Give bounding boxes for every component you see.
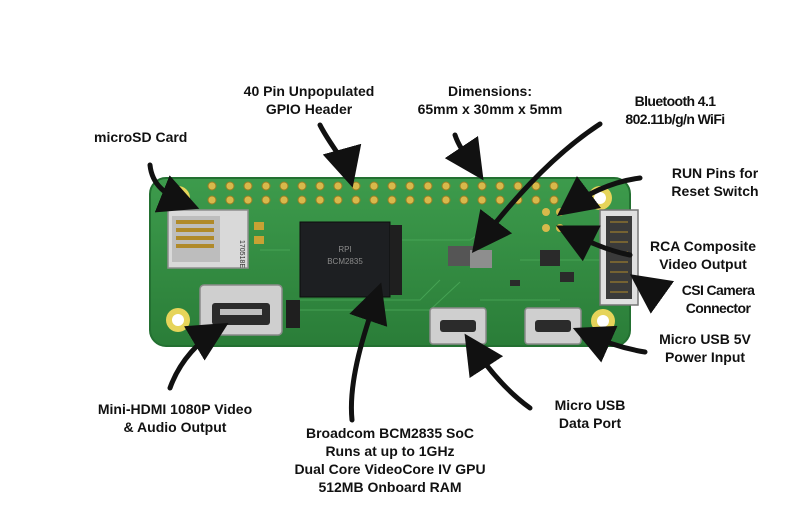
gpio-pin-hole [243, 195, 253, 205]
mounting-hole-bottom-right [591, 309, 615, 333]
label-line: Video Output [659, 256, 747, 272]
gpio-pin-hole [243, 181, 253, 191]
gpio-pin-hole [369, 195, 379, 205]
arrow-run-pins [556, 175, 643, 216]
label-line: 65mm x 30mm x 5mm [417, 101, 563, 117]
arrow-rca [556, 225, 633, 262]
micro-usb-power-port [524, 307, 582, 345]
label-line: Dual Core VideoCore IV GPU [294, 461, 486, 477]
gpio-pin-hole [333, 195, 343, 205]
gpio-pin-hole [441, 181, 451, 191]
gpio-pin-hole [261, 181, 271, 191]
label-line: 40 Pin Unpopulated [243, 83, 375, 99]
gpio-pin-hole [315, 195, 325, 205]
gpio-pin-hole [279, 181, 289, 191]
gpio-pin-hole [423, 181, 433, 191]
leader-arrows [147, 121, 675, 423]
label-line: GPIO Header [265, 101, 353, 117]
gpio-pin-hole [387, 195, 397, 205]
arrow-soc [348, 282, 388, 423]
gpio-pin-hole [207, 195, 217, 205]
chip-marking-line: BCM2835 [327, 257, 363, 266]
label-line: Runs at up to 1GHz [325, 443, 455, 459]
arrow-gpio [317, 122, 362, 188]
label-line: Power Input [664, 349, 746, 365]
label-line: & Audio Output [123, 419, 227, 435]
gpio-pin-hole [261, 195, 271, 205]
gpio-pin-hole [333, 181, 343, 191]
gpio-pin-hole [441, 195, 451, 205]
gpio-pin-hole [297, 181, 307, 191]
gpio-pin-hole [495, 181, 505, 191]
arrow-dimensions [444, 132, 484, 181]
label-line: Data Port [558, 415, 622, 431]
gpio-pin-hole [477, 181, 487, 191]
gpio-pin-hole [387, 181, 397, 191]
label-line: Mini-HDMI 1080P Video [97, 401, 253, 417]
arrow-bluetooth [471, 121, 603, 253]
arrow-usb-power [572, 325, 648, 363]
gpio-pin-hole [549, 181, 559, 191]
label-line: RUN Pins for [671, 165, 759, 181]
label-line: Dimensions: [447, 83, 532, 99]
mini-hdmi-port [199, 284, 283, 336]
label-dimensions: Dimensions: 65mm x 30mm x 5mm [395, 82, 585, 118]
label-micro-usb-data: Micro USB Data Port [535, 396, 645, 432]
label-line: Connector [685, 300, 751, 316]
arrow-usb-data [464, 333, 533, 411]
label-line: microSD Card [94, 129, 188, 145]
gpio-pin-hole [423, 195, 433, 205]
gpio-pin-hole [351, 195, 361, 205]
micro-usb-data-port [429, 307, 487, 345]
small-components [254, 222, 574, 328]
gpio-pin-hole [225, 181, 235, 191]
label-gpio-header: 40 Pin Unpopulated GPIO Header [214, 82, 404, 118]
label-micro-usb-power: Micro USB 5V Power Input [640, 330, 770, 366]
arrow-hdmi [167, 322, 229, 391]
label-line: 802.11b/g/n WiFi [625, 111, 725, 127]
label-soc: Broadcom BCM2835 SoC Runs at up to 1GHz … [265, 424, 515, 496]
gpio-pin-hole [351, 181, 361, 191]
label-run-pins: RUN Pins for Reset Switch [640, 164, 790, 200]
gpio-pin-hole [513, 181, 523, 191]
gpio-pin-hole [279, 195, 289, 205]
label-rca-video: RCA Composite Video Output [628, 237, 778, 273]
gpio-pin-hole [477, 195, 487, 205]
gpio-pin-hole [225, 195, 235, 205]
chip-marking-line: RPI [338, 245, 351, 254]
gpio-pin-hole [531, 195, 541, 205]
label-csi-camera: CSI Camera Connector [658, 281, 778, 317]
label-line: Bluetooth 4.1 [634, 93, 716, 109]
microsd-slot: 170518E [167, 209, 249, 269]
label-line: CSI Camera [681, 282, 755, 298]
label-bluetooth-wifi: Bluetooth 4.1 802.11b/g/n WiFi [600, 92, 750, 128]
label-line: 512MB Onboard RAM [318, 479, 462, 495]
gpio-pin-hole [207, 181, 217, 191]
label-line: Reset Switch [671, 183, 759, 199]
label-line: Broadcom BCM2835 SoC [305, 425, 475, 441]
label-line: RCA Composite [649, 238, 757, 254]
sd-marking: 170518E [238, 240, 245, 268]
gpio-pin-hole [405, 181, 415, 191]
gpio-pin-hole [405, 195, 415, 205]
gpio-pin-hole [549, 195, 559, 205]
arrow-csi [629, 274, 675, 314]
label-microsd: microSD Card [94, 128, 244, 146]
gpio-pin-hole [459, 181, 469, 191]
gpio-pin-hole [495, 195, 505, 205]
gpio-pin-hole [297, 195, 307, 205]
label-line: Micro USB 5V [659, 331, 751, 347]
label-mini-hdmi: Mini-HDMI 1080P Video & Audio Output [70, 400, 280, 436]
soc-chip: RPI BCM2835 [299, 221, 391, 298]
gpio-pin-hole [369, 181, 379, 191]
gpio-header-holes [207, 181, 559, 205]
gpio-pin-hole [531, 181, 541, 191]
gpio-pin-hole [315, 181, 325, 191]
gpio-pin-hole [459, 195, 469, 205]
mounting-hole-bottom-left [166, 308, 190, 332]
label-line: Micro USB [554, 397, 626, 413]
arrow-microsd [147, 162, 200, 213]
